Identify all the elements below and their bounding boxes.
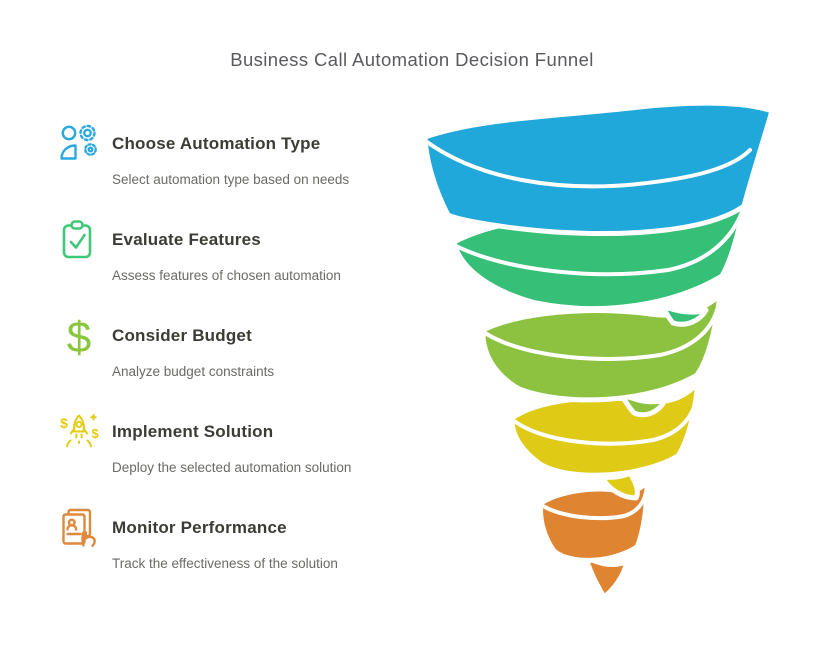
- clipboard-check-icon: [57, 218, 101, 262]
- rim-curve-lightgreen: [483, 308, 719, 361]
- step-row-implement-solution: $ $ Implement Solution Deploy the select…: [57, 410, 417, 506]
- person-gears-icon: [57, 122, 101, 166]
- page-title: Business Call Automation Decision Funnel: [230, 49, 594, 70]
- funnel-graphic: [410, 100, 820, 600]
- rim-curve-yellow: [512, 398, 698, 446]
- step-text: Implement Solution Deploy the selected a…: [112, 410, 351, 475]
- svg-text:$: $: [60, 415, 68, 431]
- step-heading: Evaluate Features: [112, 230, 261, 249]
- rim-curve-orange: [541, 490, 648, 521]
- id-card-hand-icon: [57, 506, 101, 550]
- step-text: Consider Budget Analyze budget constrain…: [112, 314, 274, 379]
- step-description: Assess features of chosen automation: [112, 268, 341, 283]
- step-description: Analyze budget constraints: [112, 364, 275, 379]
- svg-text:$: $: [91, 426, 99, 441]
- step-description: Track the effectiveness of the solution: [112, 556, 338, 571]
- step-list: Choose Automation Type Select automation…: [57, 122, 417, 602]
- step-heading: Monitor Performance: [112, 518, 287, 537]
- step-heading: Choose Automation Type: [112, 134, 321, 153]
- dollar-sign-icon: $: [57, 314, 101, 358]
- funnel-segment-1: [422, 100, 775, 237]
- funnel-sliver-lightgreen: [619, 391, 668, 418]
- rim-curve-green: [454, 210, 744, 277]
- funnel-sliver-green: [660, 303, 709, 327]
- svg-text:$: $: [67, 314, 91, 358]
- funnel-sliver-yellow: [599, 470, 640, 501]
- funnel-tip: [583, 554, 630, 600]
- step-row-choose-automation-type: Choose Automation Type Select automation…: [57, 122, 417, 218]
- step-description: Select automation type based on needs: [112, 172, 350, 187]
- step-text: Choose Automation Type Select automation…: [112, 122, 349, 187]
- step-description: Deploy the selected automation solution: [112, 460, 352, 475]
- step-heading: Consider Budget: [112, 326, 252, 345]
- step-row-monitor-performance: Monitor Performance Track the effectiven…: [57, 506, 417, 602]
- step-heading: Implement Solution: [112, 422, 274, 441]
- step-text: Monitor Performance Track the effectiven…: [112, 506, 338, 571]
- rocket-dollars-icon: $ $: [57, 410, 101, 454]
- step-row-consider-budget: $ Consider Budget Analyze budget constra…: [57, 314, 417, 410]
- step-row-evaluate-features: Evaluate Features Assess features of cho…: [57, 218, 417, 314]
- funnel-segment-5: [538, 478, 650, 563]
- rim-curve-blue: [425, 140, 752, 189]
- step-text: Evaluate Features Assess features of cho…: [112, 218, 341, 283]
